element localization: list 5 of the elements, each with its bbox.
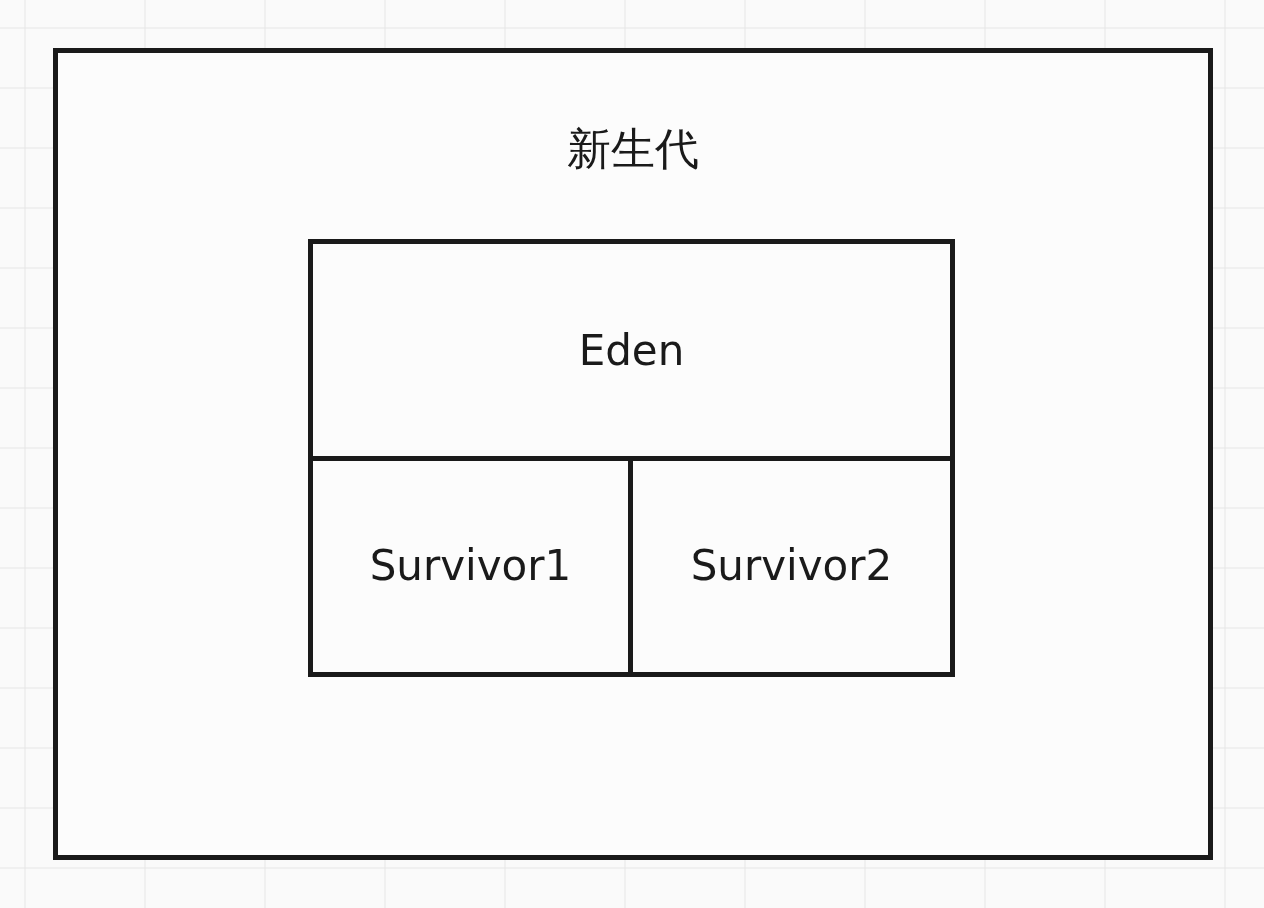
region-label: Survivor2 — [689, 541, 894, 592]
container-box — [53, 48, 1213, 860]
region-label: Eden — [577, 326, 686, 377]
heading: 新生代 — [566, 123, 700, 176]
region-label: Survivor1 — [368, 541, 573, 592]
